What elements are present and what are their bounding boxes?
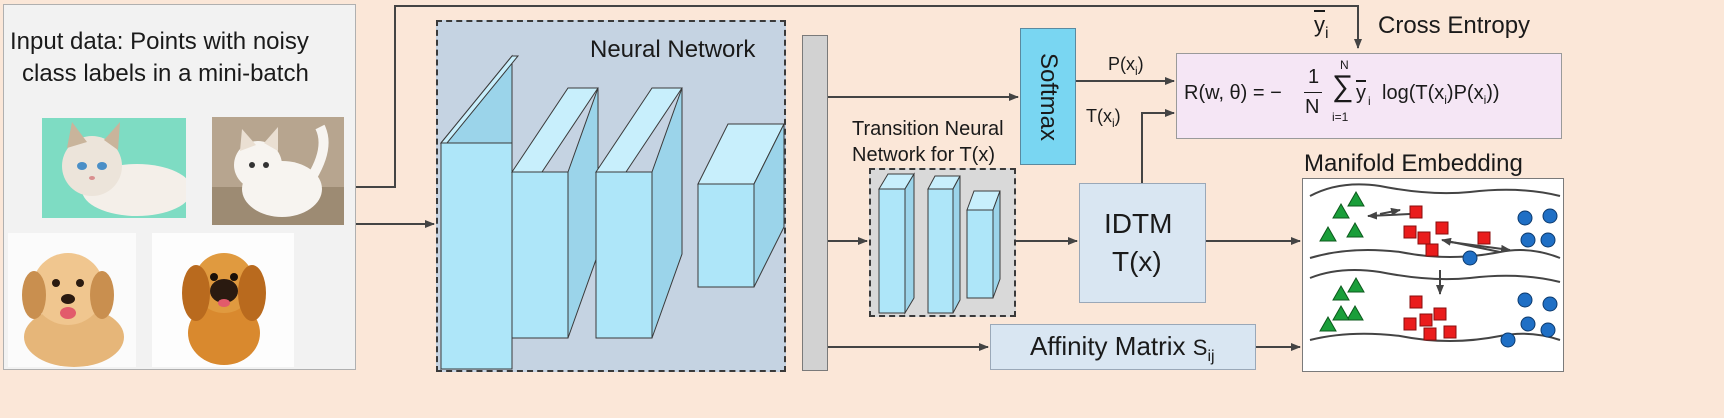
ybar-i: i — [1325, 25, 1329, 42]
arrow-input-to-ybar — [356, 5, 1362, 188]
manifold-circles-bottom — [1500, 292, 1558, 348]
formula-frac-bar — [1304, 92, 1322, 93]
p-label: P(x — [1108, 54, 1135, 74]
formula-close: )) — [1486, 82, 1500, 104]
nn-layer-3 — [595, 87, 683, 339]
manifold-squares-top — [1403, 205, 1491, 257]
formula-end-i: i — [1483, 93, 1487, 107]
manifold-triangles-top — [1319, 190, 1365, 242]
p-label-close: ) — [1137, 54, 1144, 74]
kitten-image — [212, 117, 344, 225]
manifold-bands — [1309, 183, 1561, 342]
tn-layer-1 — [878, 172, 915, 315]
formula-sum-bottom: i=1 — [1332, 110, 1349, 124]
transition-label-line1: Transition Neural — [852, 118, 1004, 140]
formula-ybar-i: i — [1368, 94, 1371, 108]
affinity-text: Affinity Matrix — [1030, 331, 1186, 361]
p-edge-label: P(xi) — [1108, 54, 1144, 78]
formula-ybar: y — [1356, 82, 1366, 104]
formula-lhs: R(w, θ) = − — [1184, 82, 1282, 104]
formula-end: )P(x — [1446, 82, 1484, 104]
cross-entropy-box — [1176, 53, 1562, 139]
t-label-close: ) — [1114, 106, 1121, 126]
softmax-box: Softmax — [1020, 28, 1076, 165]
nn-layer-2 — [511, 87, 599, 339]
t-label: T(x — [1086, 106, 1112, 126]
formula-log: log(T(xi)P(xi)) — [1382, 82, 1500, 107]
transition-label-line2: Network for T(x) — [852, 144, 995, 166]
cross-entropy-title: Cross Entropy — [1378, 12, 1531, 39]
manifold-squares-bottom — [1403, 295, 1457, 341]
tn-layer-3 — [966, 190, 1001, 299]
t-label-i: i — [1112, 116, 1115, 130]
puppy-image — [8, 233, 136, 367]
idtm-label-line1: IDTM — [1104, 208, 1173, 239]
ybar-y: y — [1314, 12, 1325, 37]
manifold-circles-top — [1462, 208, 1558, 266]
nn-layer-1 — [439, 54, 520, 371]
manifold-triangles-bottom — [1319, 276, 1365, 332]
p-label-i: i — [1135, 64, 1138, 78]
neural-network-title: Neural Network — [590, 36, 756, 63]
affinity-matrix-box — [990, 324, 1256, 370]
pekingese-image — [152, 233, 294, 367]
ybar-label: yi — [1314, 12, 1329, 42]
feature-layer-bar — [802, 35, 828, 371]
affinity-s: S — [1192, 335, 1208, 360]
formula-sum-top: N — [1340, 58, 1349, 72]
cat-image — [42, 118, 186, 218]
t-edge-label: T(xi) — [1086, 106, 1121, 130]
arrow-idtm-to-ce — [1141, 109, 1175, 183]
formula-frac-num: 1 — [1308, 66, 1320, 88]
idtm-label-line2: T(x) — [1112, 246, 1162, 277]
formula-rhs-i: i — [1444, 93, 1447, 107]
input-data-line2: class labels in a mini-batch — [22, 60, 309, 87]
formula-rhs: log(T(x — [1382, 82, 1445, 104]
formula-frac-den: N — [1305, 96, 1320, 118]
tn-layer-2 — [927, 175, 961, 314]
nn-layer-4 — [697, 123, 785, 288]
affinity-ij: ij — [1207, 348, 1215, 365]
input-data-line1: Input data: Points with noisy — [10, 28, 309, 55]
affinity-matrix-label: Affinity Matrix Sij — [1030, 331, 1215, 365]
formula-sum-sign: ∑ — [1332, 70, 1354, 103]
manifold-title: Manifold Embedding — [1304, 150, 1523, 177]
idtm-box — [1079, 183, 1206, 303]
